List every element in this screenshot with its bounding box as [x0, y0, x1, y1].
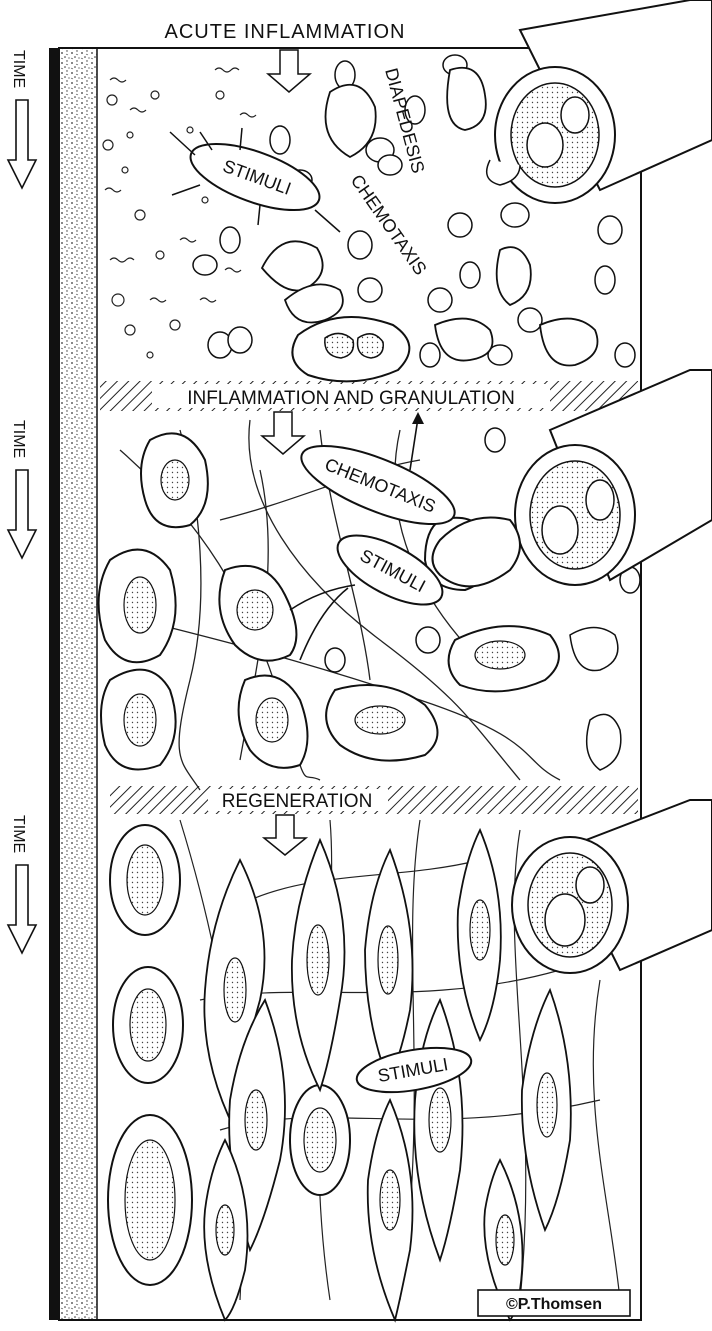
acute-inflammation-panel: STIMULI DIAPEDESIS CHEMOTAXIS — [103, 0, 712, 381]
down-arrow-icon — [264, 815, 306, 855]
time-indicator-1: TIME — [8, 50, 36, 188]
arrow-head-icon — [412, 412, 424, 424]
granulation-panel: CHEMOTAXIS STIMULI — [99, 370, 712, 790]
chemotaxis-bubble-2: CHEMOTAXIS — [292, 430, 464, 540]
down-arrow-icon — [268, 50, 310, 92]
credit-text: ©P.Thomsen — [506, 1296, 602, 1313]
stimuli-bubble-1: STIMULI — [183, 130, 328, 223]
speckled-wall — [59, 48, 97, 1320]
chemotaxis-label-1: CHEMOTAXIS — [347, 171, 431, 279]
credit-box: ©P.Thomsen — [478, 1290, 630, 1316]
leukocyte — [292, 317, 409, 381]
blood-vessel — [487, 0, 712, 203]
section-title-regeneration: REGENERATION — [222, 791, 373, 812]
time-label-2: TIME — [10, 420, 27, 458]
time-indicator-2: TIME — [8, 420, 36, 558]
down-arrow-icon — [262, 412, 304, 454]
implant-surface — [49, 48, 59, 1320]
regeneration-panel: STIMULI — [108, 800, 712, 1320]
down-arrow-icon — [8, 865, 36, 953]
down-arrow-icon — [8, 100, 36, 188]
section-title-acute: ACUTE INFLAMMATION — [165, 21, 406, 43]
time-indicator-3: TIME — [8, 815, 36, 953]
down-arrow-icon — [8, 470, 36, 558]
time-label-3: TIME — [10, 815, 27, 853]
blood-vessel — [512, 800, 712, 973]
time-label-1: TIME — [10, 50, 27, 88]
section-title-granulation: INFLAMMATION AND GRANULATION — [187, 388, 515, 409]
